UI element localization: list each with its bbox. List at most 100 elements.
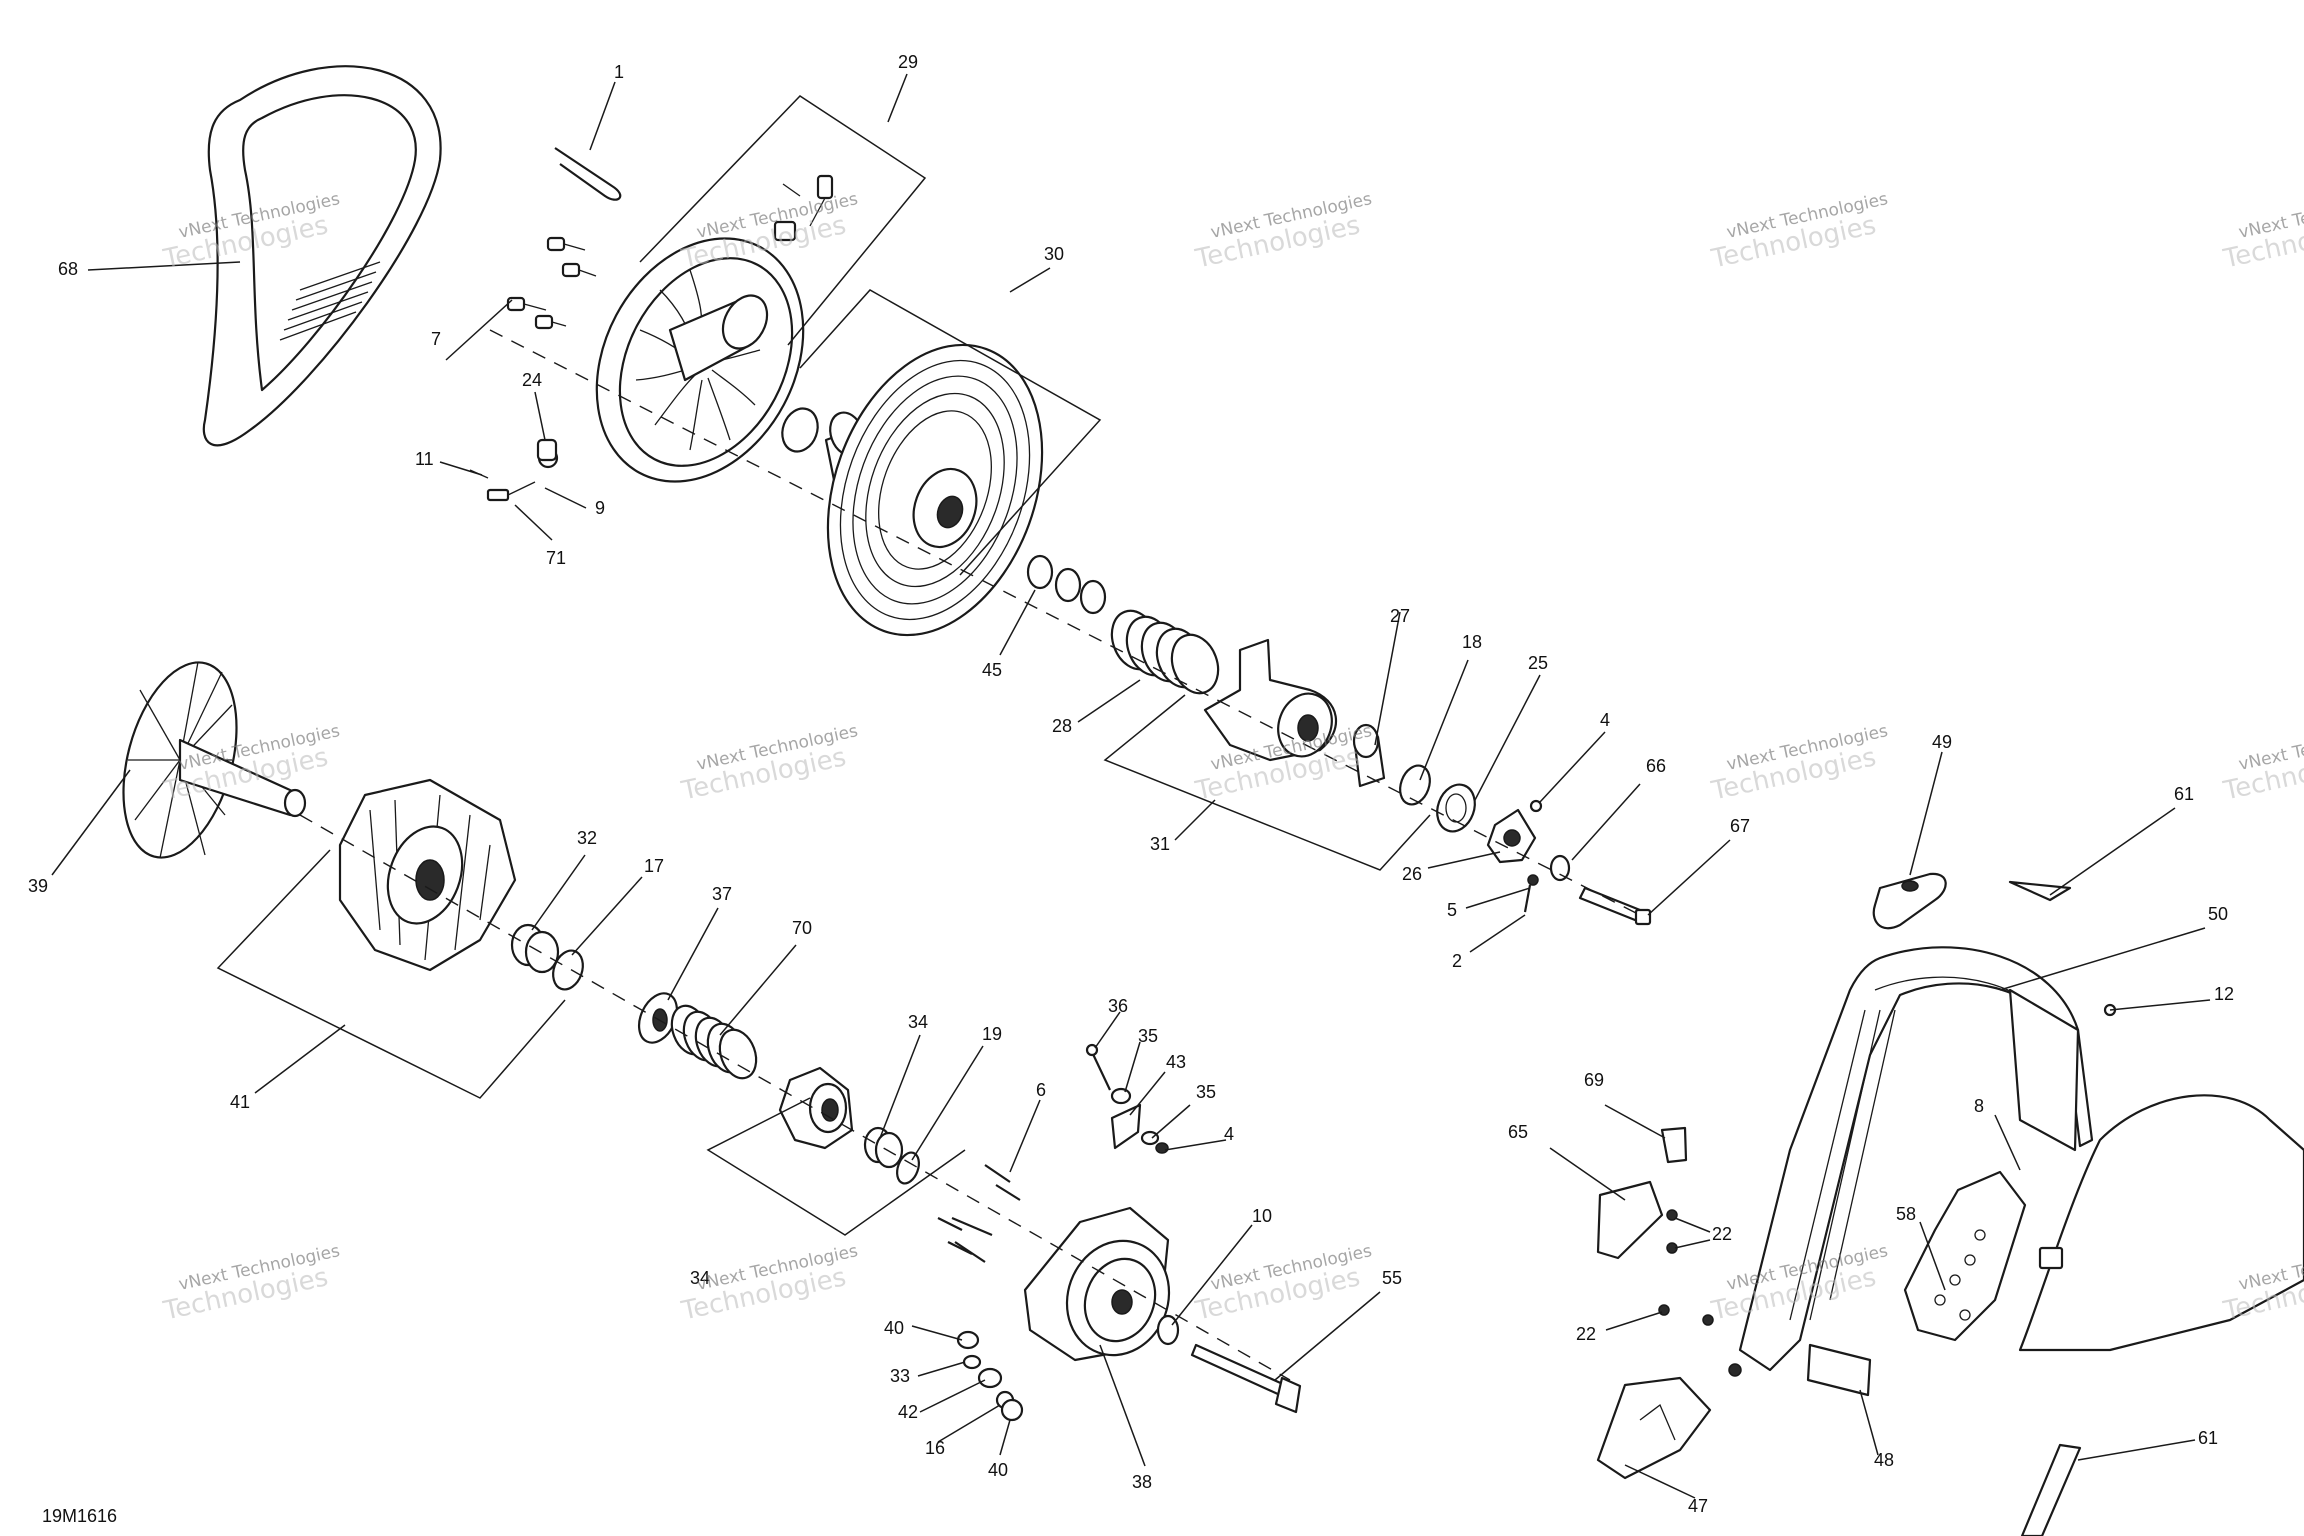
callout-36: 36 xyxy=(1108,996,1128,1016)
callout-68: 68 xyxy=(58,259,78,279)
drive-belt xyxy=(202,65,442,447)
bracket-49 xyxy=(1872,872,1947,930)
callout-30: 30 xyxy=(1044,244,1064,264)
callout-55: 55 xyxy=(1382,1268,1402,1288)
watermark: vNext Technologies Technologies xyxy=(1192,189,1374,275)
callout-27: 27 xyxy=(1390,606,1410,626)
watermark: vNext Technologies Technologies xyxy=(1708,721,1890,807)
callout-42: 42 xyxy=(898,1402,918,1422)
assembly-brackets xyxy=(216,95,1431,1236)
washers-45 xyxy=(1026,554,1107,615)
callout-2: 2 xyxy=(1452,951,1462,971)
callout-8: 8 xyxy=(1974,1096,1984,1116)
watermark: vNext Technologies Technologies xyxy=(1192,1241,1374,1327)
guard-59 xyxy=(2018,1094,2304,1352)
bushing-32-ring-17 xyxy=(510,923,584,991)
callout-49: 49 xyxy=(1932,732,1952,752)
strip-61-bottom xyxy=(2020,1443,2082,1536)
callout-33: 33 xyxy=(890,1366,910,1386)
plate-48 xyxy=(1806,1343,1872,1397)
retaining-ring xyxy=(781,407,819,453)
screws-6 xyxy=(937,1164,1021,1263)
parts-27-18-25 xyxy=(1352,723,1476,833)
fixed-sheave-39 xyxy=(122,661,307,859)
callout-67: 67 xyxy=(1730,816,1750,836)
callout-69: 69 xyxy=(1584,1070,1604,1090)
movable-sheave-41 xyxy=(338,778,517,972)
cam-31 xyxy=(1203,638,1338,762)
callout-35-bottom: 35 xyxy=(1196,1082,1216,1102)
callout-32: 32 xyxy=(577,828,597,848)
callout-47: 47 xyxy=(1688,1496,1708,1516)
strip-61-top xyxy=(2008,880,2072,902)
callout-34-top: 34 xyxy=(908,1012,928,1032)
callout-50: 50 xyxy=(2208,904,2228,924)
callout-5: 5 xyxy=(1447,900,1457,920)
callout-37: 37 xyxy=(712,884,732,904)
callout-43: 43 xyxy=(1166,1052,1186,1072)
spring-28 xyxy=(1110,609,1220,695)
callout-48: 48 xyxy=(1874,1450,1894,1470)
callout-18: 18 xyxy=(1462,632,1482,652)
assembly-axis-lines xyxy=(299,329,1641,1381)
callout-19: 19 xyxy=(982,1024,1002,1044)
callout-61-top: 61 xyxy=(2174,784,2194,804)
callout-29: 29 xyxy=(898,52,918,72)
watermark: vNext Technologies Technologies xyxy=(160,1241,342,1327)
bushing-ring-19 xyxy=(863,1126,920,1185)
callout-1: 1 xyxy=(614,62,624,82)
leader-lines xyxy=(51,73,2211,1499)
callout-labels: 1 29 68 30 7 24 11 9 71 45 27 18 25 28 4… xyxy=(28,52,2234,1516)
watermark: vNext Technologies Technologies xyxy=(678,1241,860,1327)
watermark: vNext Technologies Technologies xyxy=(678,721,860,807)
callout-22-b: 22 xyxy=(1576,1324,1596,1344)
fixed-sheave xyxy=(595,237,805,483)
sliding-sheave xyxy=(826,343,1044,637)
watermark: vNext Technologies Technologies xyxy=(1708,189,1890,275)
callout-38: 38 xyxy=(1132,1472,1152,1492)
callout-70: 70 xyxy=(792,918,812,938)
callout-9: 9 xyxy=(595,498,605,518)
roller-hardware xyxy=(1085,1043,1169,1154)
callout-17: 17 xyxy=(644,856,664,876)
bracket-58 xyxy=(1903,1170,2027,1342)
callout-35-top: 35 xyxy=(1138,1026,1158,1046)
callout-41: 41 xyxy=(230,1092,250,1112)
callout-25: 25 xyxy=(1528,653,1548,673)
watermark: vNext Technologies Technologies xyxy=(2220,189,2304,275)
bracket-47 xyxy=(1596,1376,1712,1480)
one-way-clutch-38 xyxy=(1023,1206,1171,1362)
callout-45: 45 xyxy=(982,660,1002,680)
rollers-40-33-42-16 xyxy=(956,1330,1024,1422)
callout-10: 10 xyxy=(1252,1206,1272,1226)
callout-61-bottom: 61 xyxy=(2198,1428,2218,1448)
callout-7: 7 xyxy=(431,329,441,349)
retainer-26 xyxy=(1486,799,1652,926)
callout-39: 39 xyxy=(28,876,48,896)
nuts-22 xyxy=(1658,1209,1742,1377)
washer-10-bolt-55 xyxy=(1156,1314,1302,1414)
belt-guard-50 xyxy=(1738,946,2117,1372)
callout-40-top: 40 xyxy=(884,1318,904,1338)
callout-65: 65 xyxy=(1508,1122,1528,1142)
callout-4: 4 xyxy=(1600,710,1610,730)
pad-65 xyxy=(1596,1180,1664,1260)
callout-26: 26 xyxy=(1402,864,1422,884)
watermark: vNext Technologies Technologies xyxy=(2220,721,2304,807)
callout-16: 16 xyxy=(925,1438,945,1458)
callout-66: 66 xyxy=(1646,756,1666,776)
callout-34-bottom: 34 xyxy=(690,1268,710,1288)
callout-71: 71 xyxy=(546,548,566,568)
callout-40-bottom: 40 xyxy=(988,1460,1008,1480)
callout-11: 11 xyxy=(415,449,434,469)
callout-6: 6 xyxy=(1036,1080,1046,1100)
callout-58: 58 xyxy=(1896,1204,1916,1224)
callout-22-a: 22 xyxy=(1712,1224,1732,1244)
callout-4-bottom: 4 xyxy=(1224,1124,1234,1144)
pin-clip xyxy=(554,147,622,201)
callout-12: 12 xyxy=(2214,984,2234,1004)
governor-cup-34 xyxy=(778,1066,854,1150)
callout-24: 24 xyxy=(522,370,542,390)
callout-28: 28 xyxy=(1052,716,1072,736)
